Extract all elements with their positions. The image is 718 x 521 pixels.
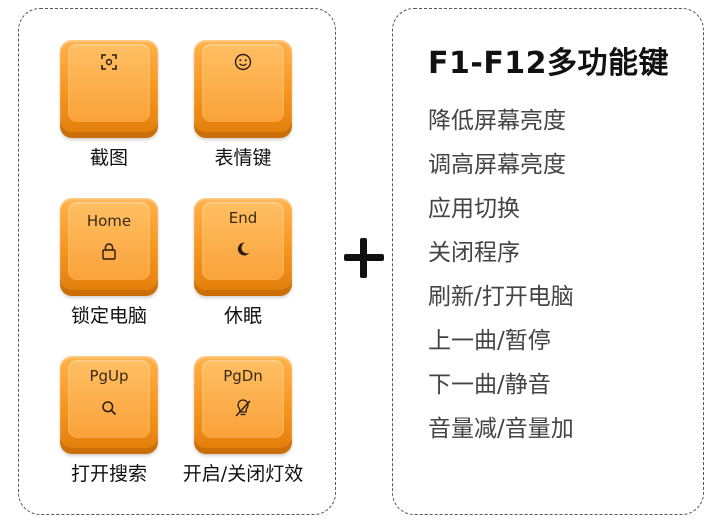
function-item: 关闭程序 bbox=[428, 240, 520, 266]
plus-icon bbox=[344, 238, 384, 278]
key-caption: 打开搜索 bbox=[70, 463, 147, 485]
function-item: 下一曲/静音 bbox=[428, 372, 551, 398]
emoji-key bbox=[194, 40, 292, 138]
function-item: 上一曲/暂停 bbox=[428, 328, 551, 354]
key-caption: 截图 bbox=[89, 147, 128, 169]
shortcut-keys-panel bbox=[18, 8, 336, 515]
key-caption: 表情键 bbox=[214, 147, 272, 169]
key-caption: 锁定电脑 bbox=[70, 305, 147, 327]
lock-icon bbox=[60, 242, 158, 264]
key-legend: PgUp bbox=[89, 367, 129, 385]
function-item: 音量减/音量加 bbox=[428, 416, 574, 442]
function-keys-title: F1-F12多功能键 bbox=[428, 46, 670, 81]
key-legend: End bbox=[228, 209, 258, 227]
key-caption: 开启/关闭灯效 bbox=[182, 463, 304, 485]
light-off-icon bbox=[194, 398, 292, 422]
function-keys-panel bbox=[392, 8, 704, 515]
function-item: 调高屏幕亮度 bbox=[428, 152, 566, 178]
pgup-key: PgUp bbox=[60, 356, 158, 454]
moon-icon bbox=[194, 241, 292, 261]
function-item: 应用切换 bbox=[428, 196, 520, 222]
function-item: 刷新/打开电脑 bbox=[428, 284, 574, 310]
key-caption: 休眠 bbox=[223, 305, 262, 327]
key-legend: PgDn bbox=[223, 367, 263, 385]
search-icon bbox=[60, 400, 158, 420]
function-item: 降低屏幕亮度 bbox=[428, 108, 566, 134]
screenshot-icon bbox=[60, 54, 158, 74]
pgdn-key: PgDn bbox=[194, 356, 292, 454]
screenshot-key bbox=[60, 40, 158, 138]
end-key: End bbox=[194, 198, 292, 296]
function-list: 降低屏幕亮度 调高屏幕亮度 应用切换 关闭程序 刷新/打开电脑 上一曲/暂停 下… bbox=[428, 103, 574, 455]
key-legend: Home bbox=[86, 212, 132, 230]
emoji-icon bbox=[194, 53, 292, 75]
home-key: Home bbox=[60, 198, 158, 296]
